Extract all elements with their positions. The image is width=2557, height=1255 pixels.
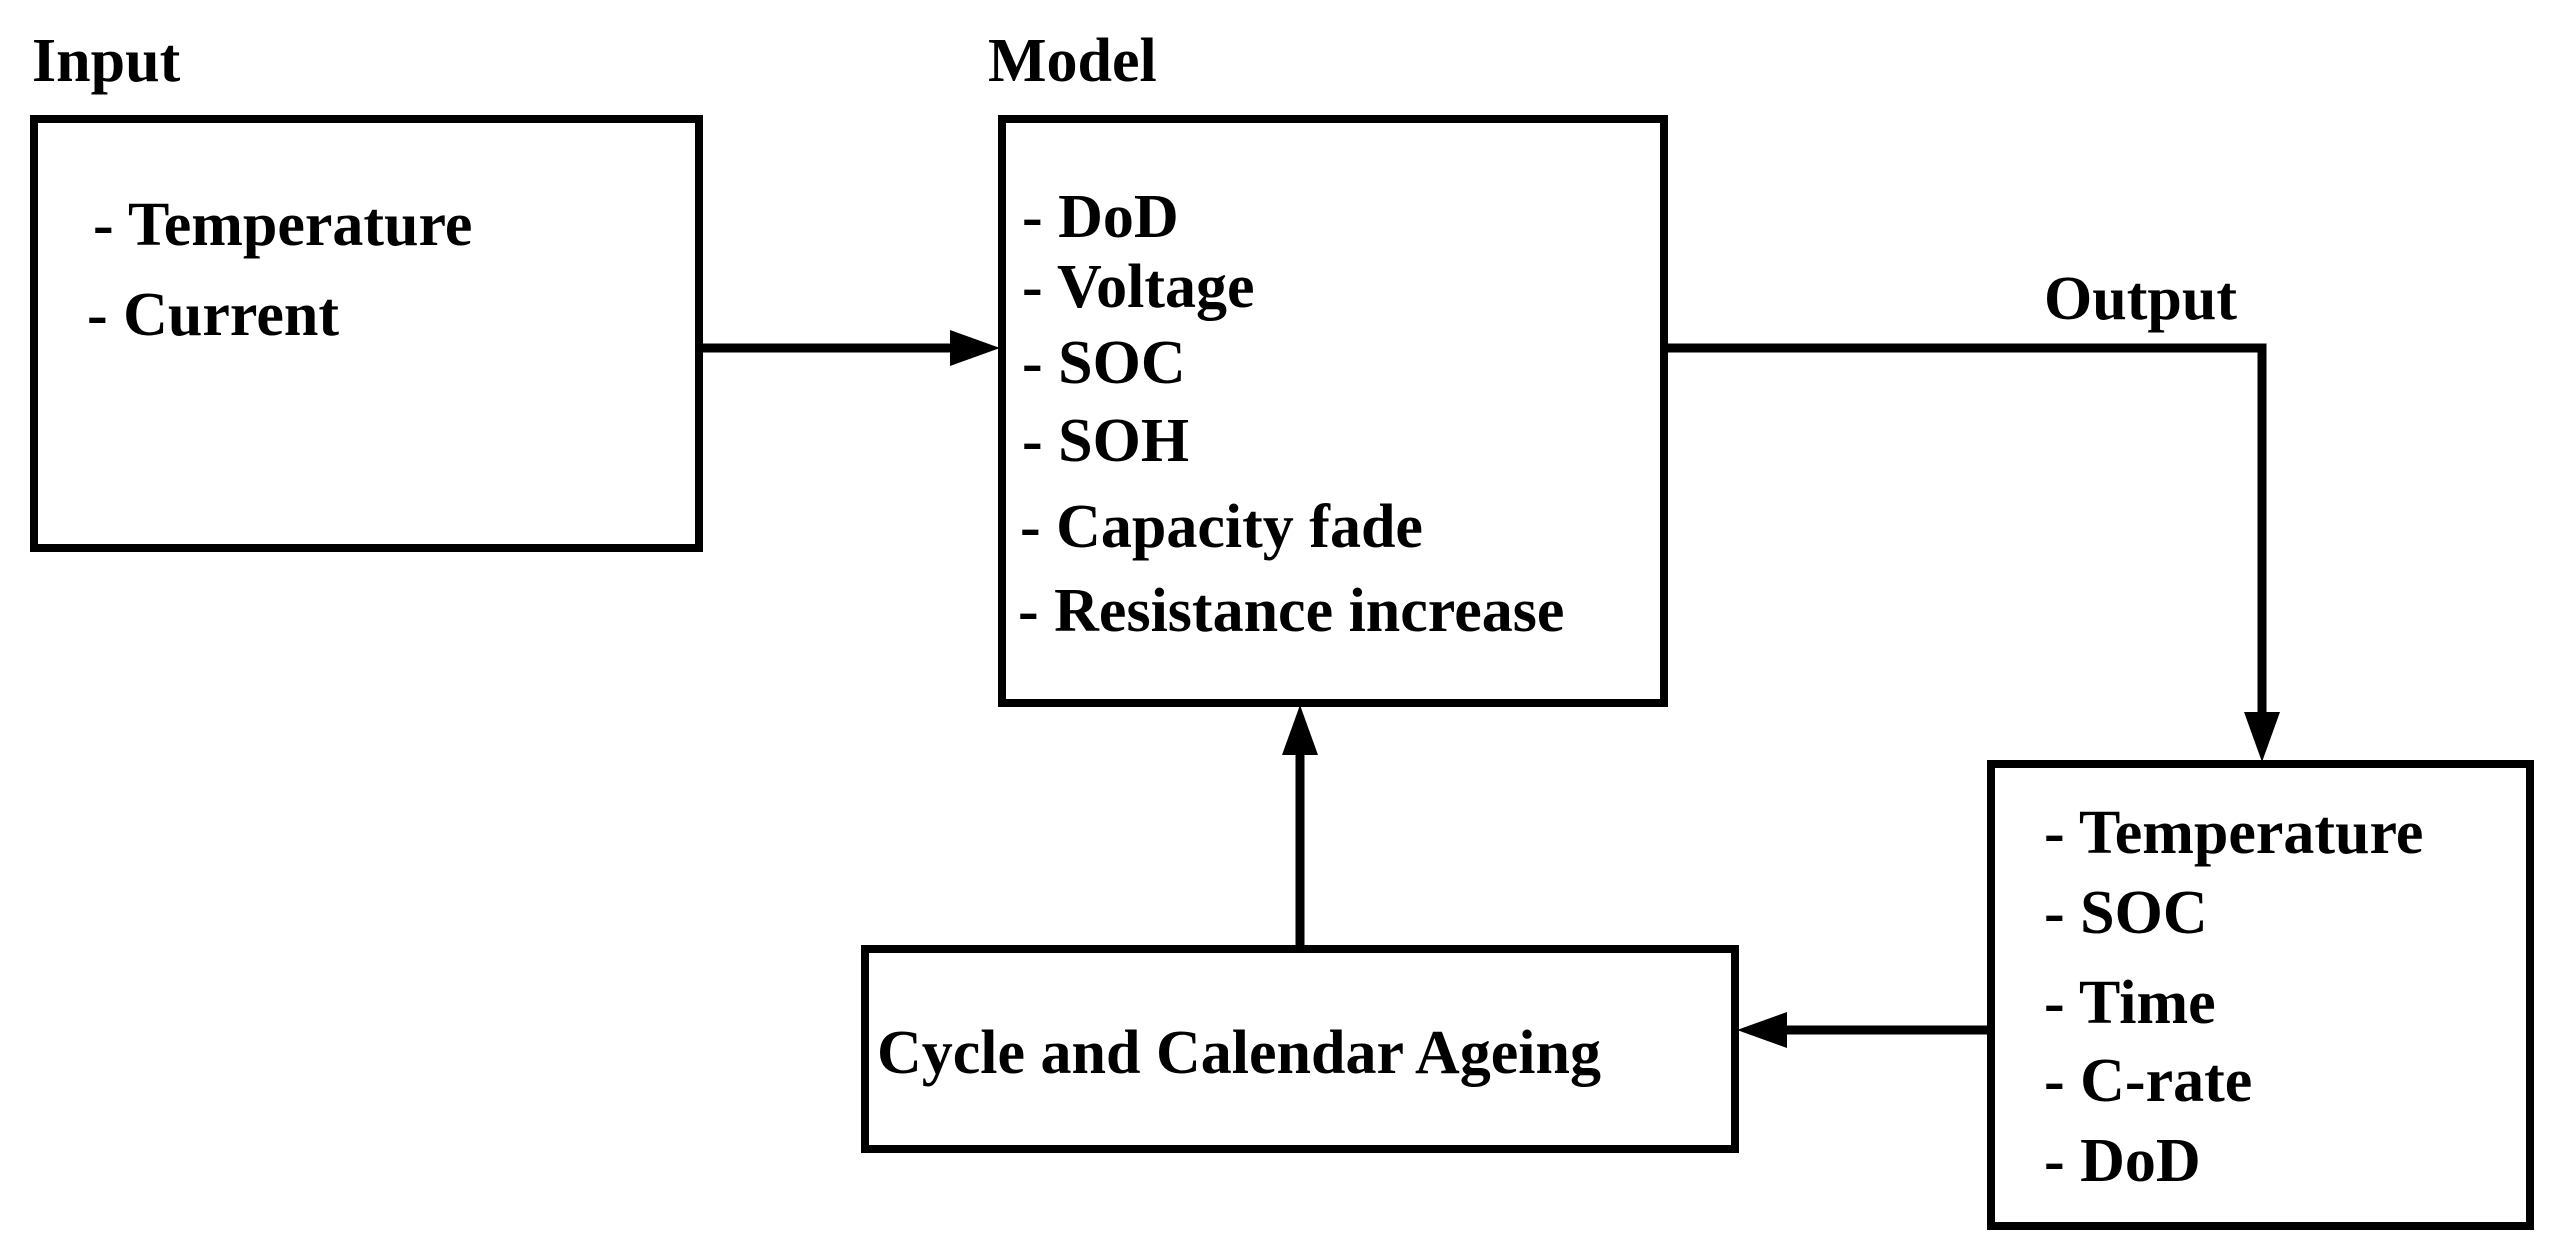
model-item-dod: - DoD bbox=[1022, 183, 1179, 251]
model-label: Model bbox=[988, 27, 1157, 95]
arrowhead-ageing-to-model bbox=[1282, 705, 1318, 755]
output-item-dod: - DoD bbox=[2044, 1127, 2201, 1195]
input-item-temperature: - Temperature bbox=[93, 191, 473, 259]
arrowhead-output-to-ageing bbox=[1737, 1012, 1787, 1048]
output-item-temperature: - Temperature bbox=[2044, 799, 2424, 867]
output-item-soc: - SOC bbox=[2044, 879, 2208, 947]
output-box bbox=[1987, 760, 2534, 1230]
arrowhead-model-to-output bbox=[2244, 712, 2280, 762]
ageing-label: Cycle and Calendar Ageing bbox=[877, 1019, 1601, 1087]
output-label: Output bbox=[2044, 265, 2237, 333]
input-label: Input bbox=[32, 27, 181, 95]
model-item-voltage: - Voltage bbox=[1022, 253, 1255, 321]
arrowhead-input-to-model bbox=[950, 330, 1000, 366]
ageing-box bbox=[861, 945, 1739, 1153]
model-item-capacity-fade: - Capacity fade bbox=[1020, 493, 1423, 561]
model-item-resistance-increase: - Resistance increase bbox=[1018, 577, 1565, 645]
output-item-c-rate: - C-rate bbox=[2044, 1047, 2253, 1115]
output-item-time: - Time bbox=[2044, 969, 2216, 1037]
model-item-soh: - SOH bbox=[1022, 407, 1190, 475]
input-box bbox=[30, 115, 703, 552]
model-item-soc: - SOC bbox=[1022, 329, 1186, 397]
model-box bbox=[998, 115, 1668, 707]
input-item-current: - Current bbox=[87, 281, 339, 349]
arrow-model-to-output bbox=[1666, 343, 2267, 718]
